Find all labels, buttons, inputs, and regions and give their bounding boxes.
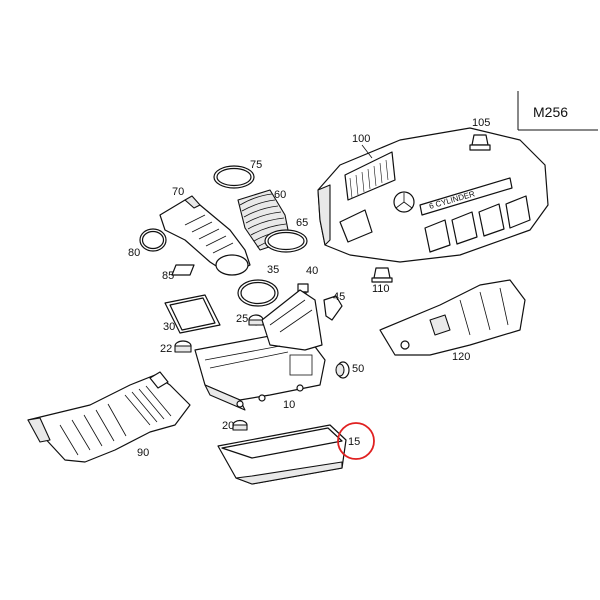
label-40: 40 — [306, 265, 318, 277]
label-85: 85 — [162, 270, 174, 282]
label-100: 100 — [352, 133, 370, 145]
part-120-bracket — [379, 279, 526, 356]
label-65: 65 — [296, 217, 308, 229]
part-65-seal — [264, 229, 308, 253]
part-35-seal — [237, 279, 279, 307]
part-75-seal — [213, 165, 255, 189]
label-105: 105 — [472, 117, 490, 129]
label-45: 45 — [333, 291, 345, 303]
part-22-bushing — [174, 340, 192, 353]
part-105-grommet — [469, 134, 491, 151]
label-50: 50 — [352, 363, 364, 375]
part-10-filter-housing — [194, 289, 326, 411]
model-code-box: M256 — [517, 91, 598, 131]
label-60: 70 — [172, 186, 184, 198]
part-85-pad — [171, 264, 195, 276]
label-110: 110 — [372, 283, 390, 295]
part-90-front-intake — [27, 371, 191, 463]
part-45-connector — [323, 295, 343, 321]
label-22: 22 — [160, 343, 172, 355]
label-20: 20 — [222, 420, 234, 432]
label-30: 30 — [163, 321, 175, 333]
model-code: M256 — [533, 104, 568, 120]
label-75: 75 — [250, 159, 262, 171]
label-70: 60 — [274, 189, 286, 201]
label-80: 80 — [128, 247, 140, 259]
part-30-gasket — [164, 294, 221, 334]
highlight-circle — [337, 422, 375, 460]
label-35: 35 — [267, 264, 279, 276]
label-90: 90 — [137, 447, 149, 459]
part-110-grommet — [371, 267, 393, 283]
part-20-plug — [232, 419, 248, 431]
part-engine-cover: 6 CYLINDER — [317, 127, 549, 263]
part-60-intake-duct — [159, 195, 251, 276]
part-15-air-filter — [217, 424, 347, 485]
label-10: 10 — [283, 399, 295, 411]
label-120: 120 — [452, 351, 470, 363]
part-50-cap — [335, 361, 350, 379]
part-25-plug — [248, 314, 264, 326]
part-80-oring — [139, 228, 167, 252]
label-15: 15 — [348, 436, 360, 448]
label-25: 25 — [236, 313, 248, 325]
